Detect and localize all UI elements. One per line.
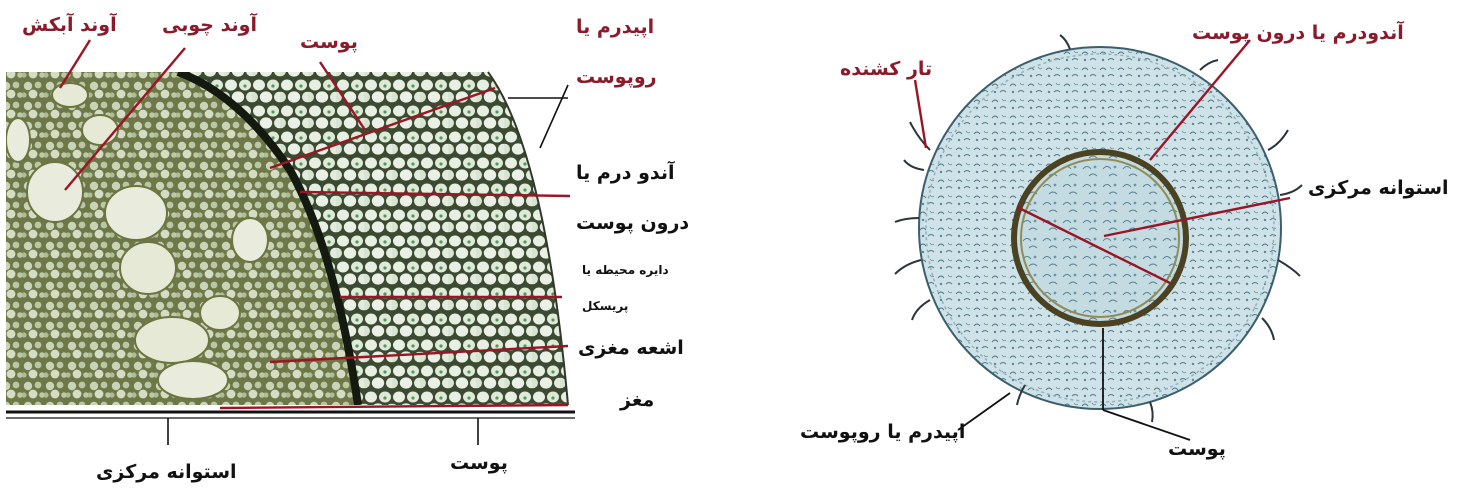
label-xylem: آوند چوبی: [162, 16, 257, 35]
label-root-central-cylinder: استوانه مرکزی: [1308, 179, 1449, 198]
label-cortex-top: پوست: [300, 33, 358, 52]
label-epidermis-line1: اپیدرم یا: [576, 18, 654, 37]
label-phloem: آوند آبکش: [22, 16, 117, 35]
label-pith: مغز: [620, 391, 654, 410]
label-pericycle-line2: پریسکل: [582, 300, 628, 312]
label-cortex-bottom: پوست: [450, 454, 508, 473]
label-medullary-rays: اشعه مغزی: [578, 339, 684, 358]
label-pericycle-line1: دایره محیطه یا: [582, 264, 669, 276]
label-root-cortex: پوست: [1168, 440, 1226, 459]
label-root-epidermis: اپیدرم یا روپوست: [800, 423, 965, 442]
root-section: [895, 35, 1302, 440]
label-central-cylinder-stem: استوانه مرکزی: [96, 463, 237, 482]
label-epidermis-line2: روپوست: [576, 68, 657, 87]
label-root-hair: تار کشنده: [840, 60, 932, 79]
label-endodermis-line2: درون پوست: [576, 214, 689, 233]
label-endodermis-line1: آندو درم یا: [576, 164, 675, 183]
label-root-endodermis: آندودرم یا درون پوست: [1192, 24, 1404, 43]
